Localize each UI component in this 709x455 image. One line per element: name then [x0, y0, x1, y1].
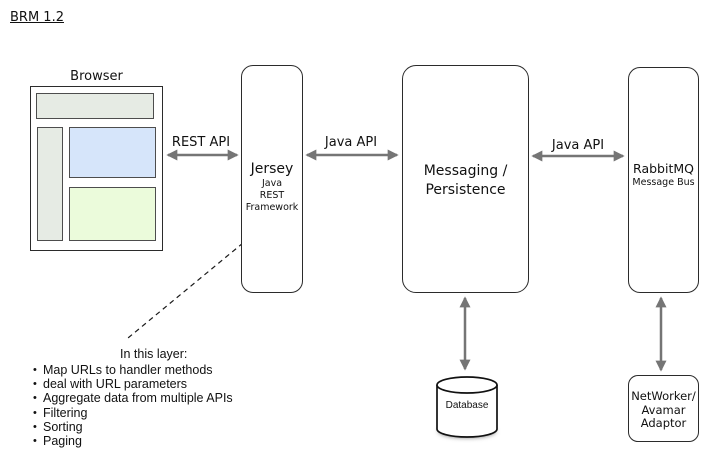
annotation-item: • Map URLs to handler methods	[33, 363, 233, 377]
wireframe-content-panel-blue	[69, 127, 156, 178]
annotation-item-text: Map URLs to handler methods	[43, 363, 213, 377]
jersey-subtitle-line: Framework	[245, 202, 299, 213]
annotation-item-text: Aggregate data from multiple APIs	[43, 391, 233, 406]
annotation-callout-dashed-line	[127, 242, 244, 339]
node-rabbitmq: RabbitMQ Message Bus	[628, 67, 699, 293]
bullet-icon: •	[33, 420, 37, 433]
annotation-list: • Map URLs to handler methods • deal wit…	[33, 363, 233, 448]
bullet-icon: •	[33, 406, 37, 419]
annotation-heading: In this layer:	[120, 347, 188, 361]
annotation-item-text: Paging	[43, 434, 82, 449]
messaging-title-line: Persistence	[425, 181, 506, 198]
jersey-subtitle-line: Java	[261, 178, 283, 189]
rabbitmq-subtitle: Message Bus	[632, 177, 695, 188]
browser-wireframe	[30, 86, 163, 251]
networker-title-line: Adaptor	[640, 416, 687, 431]
rest-api-label: REST API	[171, 135, 231, 150]
database-cylinder	[436, 376, 498, 438]
messaging-title-line: Messaging /	[423, 162, 508, 179]
annotation-item: • Filtering	[33, 406, 233, 420]
annotation-item-text: deal with URL parameters	[43, 377, 188, 392]
wireframe-sidebar	[37, 127, 63, 241]
bullet-icon: •	[33, 378, 37, 391]
jersey-title: Jersey	[250, 161, 294, 177]
browser-label: Browser	[70, 69, 123, 84]
wireframe-topbar	[36, 93, 154, 119]
annotation-item: • deal with URL parameters	[33, 377, 233, 391]
rabbitmq-title: RabbitMQ	[633, 161, 694, 176]
annotation-item: • Paging	[33, 434, 233, 448]
bullet-icon: •	[33, 364, 37, 376]
networker-title-line: Avamar	[641, 402, 686, 417]
annotation-item-text: Sorting	[43, 419, 83, 434]
annotation-item: • Sorting	[33, 420, 233, 434]
annotation-item: • Aggregate data from multiple APIs	[33, 391, 233, 405]
database-label: Database	[445, 400, 489, 411]
node-messaging-persistence: Messaging / Persistence	[402, 65, 529, 293]
java-api-label-2: Java API	[551, 138, 605, 153]
page-title: BRM 1.2	[10, 10, 64, 25]
bullet-icon: •	[33, 392, 37, 405]
networker-title-line: NetWorker/	[631, 389, 696, 404]
wireframe-content-panel-green	[69, 187, 156, 241]
annotation-item-text: Filtering	[43, 405, 88, 420]
java-api-label-1: Java API	[324, 135, 378, 150]
jersey-subtitle-line: REST	[259, 190, 285, 201]
node-networker-avamar-adaptor: NetWorker/ Avamar Adaptor	[628, 375, 699, 442]
node-jersey: Jersey Java REST Framework	[241, 65, 303, 293]
bullet-icon: •	[33, 435, 37, 448]
